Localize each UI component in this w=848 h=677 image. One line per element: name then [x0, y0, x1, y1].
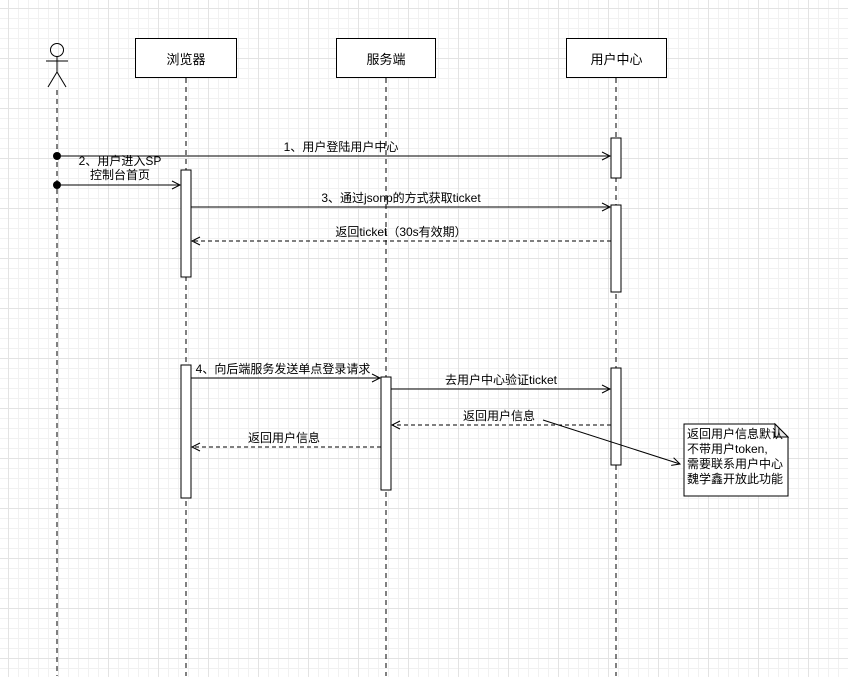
note-text[interactable]: 返回用户信息默认 不带用户token, 需要联系用户中心 魏学鑫开放此功能: [687, 427, 784, 486]
return-user-info-server-label[interactable]: 返回用户信息: [462, 409, 536, 423]
activation-browser-2[interactable]: [180, 364, 192, 499]
lifeline-box-server[interactable]: 服务端: [336, 38, 436, 78]
activation-user-center-1[interactable]: [610, 137, 622, 179]
message-2-label[interactable]: 2、用户进入SP 控制台首页: [78, 154, 162, 182]
note-fold-icon: [774, 422, 790, 438]
lifeline-box-user-center[interactable]: 用户中心: [566, 38, 667, 78]
activation-user-center-3[interactable]: [610, 367, 622, 466]
return-ticket-label[interactable]: 返回ticket（30s有效期）: [335, 225, 467, 239]
lifeline-box-browser[interactable]: 浏览器: [135, 38, 237, 78]
message-1-label[interactable]: 1、用户登陆用户中心: [283, 140, 399, 154]
message-2-start-dot: [53, 181, 61, 189]
activation-browser-1[interactable]: [180, 169, 192, 278]
lifeline-box-server-label: 服务端: [366, 51, 406, 67]
activation-server-1[interactable]: [380, 376, 392, 491]
message-4-label[interactable]: 4、向后端服务发送单点登录请求: [195, 362, 371, 376]
message-3-label[interactable]: 3、通过jsonp的方式获取ticket: [321, 191, 481, 205]
lifeline-box-browser-label: 浏览器: [166, 51, 206, 67]
message-1-start-dot: [53, 152, 61, 160]
note-shape[interactable]: [683, 423, 789, 497]
actor-icon[interactable]: [46, 43, 68, 88]
return-user-info-browser-label[interactable]: 返回用户信息: [247, 431, 321, 445]
note-connector-arrow[interactable]: [542, 419, 682, 466]
message-5-label[interactable]: 去用户中心验证ticket: [444, 373, 558, 387]
activation-user-center-2[interactable]: [610, 204, 622, 293]
lifeline-box-user-center-label: 用户中心: [590, 51, 643, 67]
